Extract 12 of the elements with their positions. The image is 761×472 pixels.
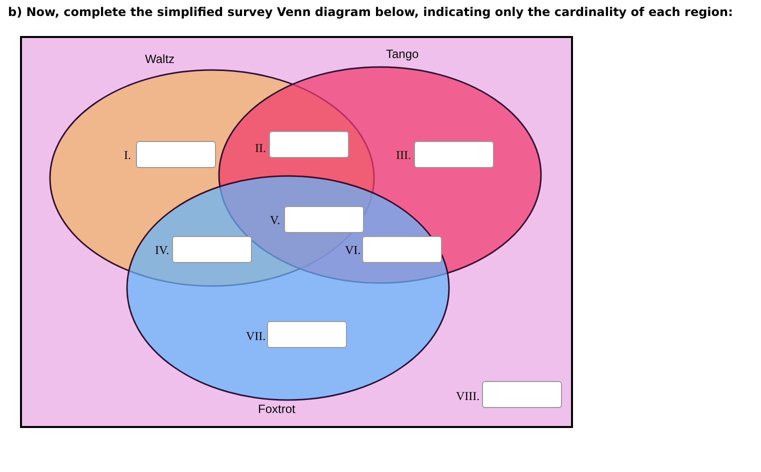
region-number: VIII. xyxy=(456,389,480,404)
region-number: VI. xyxy=(345,243,361,258)
region-number: V. xyxy=(270,213,280,228)
set-label: Waltz xyxy=(145,52,175,66)
region-number: I. xyxy=(124,148,131,163)
set-label: Tango xyxy=(386,47,419,61)
region-number: III. xyxy=(396,148,411,163)
region-number: VII. xyxy=(246,329,266,344)
question-heading: b) Now, complete the simplified survey Venn diagram below, indicating only the cardinality of each region: xyxy=(8,5,733,19)
region-number: IV. xyxy=(155,243,170,258)
region-number: II. xyxy=(255,141,266,156)
set-label: Foxtrot xyxy=(258,402,296,416)
